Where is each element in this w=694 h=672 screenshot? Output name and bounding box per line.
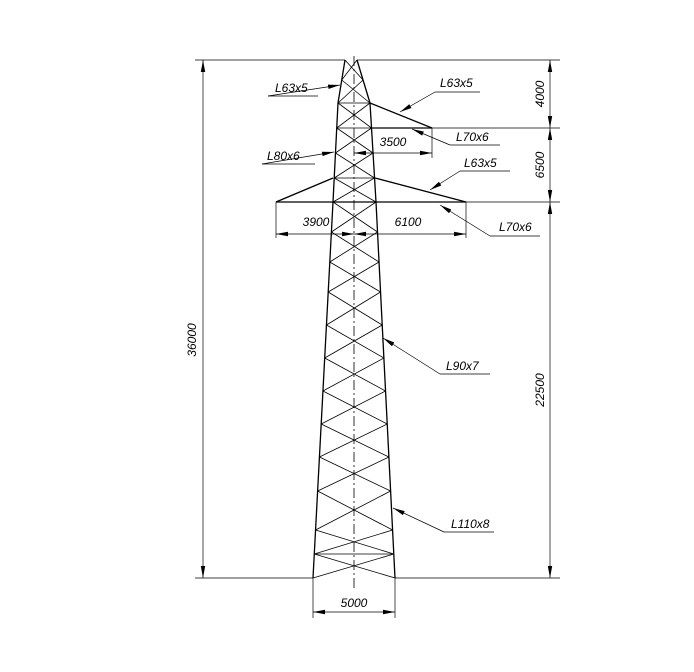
label-upper-arm-brace: L63x5	[440, 76, 473, 90]
tower-brace	[319, 423, 388, 458]
dim-middle-segment: 6500	[533, 151, 547, 178]
tower-brace	[324, 357, 386, 392]
label-middle-leg: L80x6	[267, 149, 300, 163]
tower-brace	[314, 529, 393, 555]
tower-brace	[332, 201, 378, 233]
dim-base-width: 5000	[341, 596, 368, 610]
tower-brace	[331, 201, 377, 233]
dim-top-segment: 4000	[533, 80, 547, 107]
tower-brace	[341, 79, 371, 104]
leader-arrow	[392, 507, 445, 533]
tower-brace	[335, 127, 372, 154]
tower-brace	[337, 102, 372, 129]
lower-crossarm-brace-left	[275, 177, 334, 203]
tower-brace	[341, 59, 358, 81]
label-upper-arm-chord: L70x6	[456, 130, 489, 144]
leader-arrow	[439, 204, 491, 237]
tower-brace	[319, 456, 391, 492]
tower-brace	[335, 152, 375, 179]
tower-brace	[326, 291, 381, 326]
dim-lower-arm-left: 3900	[303, 215, 330, 229]
leader-arrow	[399, 91, 436, 113]
tower-brace	[329, 231, 378, 263]
tower-brace	[312, 553, 394, 579]
tower-brace	[337, 79, 364, 104]
tower-brace	[321, 423, 390, 458]
tower-leg-right	[375, 201, 396, 579]
tower-leg-right	[356, 59, 371, 104]
label-lower-arm-chord: L70x6	[499, 220, 532, 234]
tower-brace	[329, 261, 381, 293]
dim-lower-segment: 22500	[533, 373, 547, 408]
upper-crossarm-brace	[369, 102, 433, 129]
tower-leg-left	[312, 201, 334, 579]
label-top-leg: L63x5	[275, 81, 308, 95]
leader-arrow	[411, 128, 451, 146]
tower-brace	[336, 127, 374, 154]
tower-brace	[317, 490, 393, 531]
dim-lower-arm-right: 6100	[395, 215, 422, 229]
label-main-leg: L90x7	[446, 359, 480, 373]
dimension-lines	[195, 59, 560, 618]
tower-brace	[326, 324, 385, 359]
leader-arrow	[261, 151, 335, 165]
label-lower-arm-brace: L63x5	[464, 156, 497, 170]
tower-lattice	[275, 56, 467, 590]
leader-arrow	[382, 337, 441, 375]
dim-total-height: 36000	[185, 323, 199, 357]
tower-brace	[324, 324, 383, 359]
tower-brace	[315, 490, 391, 531]
tower-brace	[334, 177, 377, 203]
label-base-leg: L110x8	[451, 517, 490, 531]
tower-brace	[328, 291, 383, 326]
leader-arrow	[267, 84, 341, 97]
tower-brace	[322, 390, 388, 425]
tower-brace	[331, 231, 380, 263]
tower-leg-left	[337, 59, 346, 104]
dim-upper-arm: 3500	[380, 135, 407, 149]
tower-brace	[321, 390, 386, 425]
tower-brace	[336, 102, 371, 129]
tower-brace	[322, 357, 385, 392]
tower-brace	[317, 456, 390, 492]
lower-crossarm-brace-right	[374, 177, 467, 203]
leader-arrow	[429, 170, 461, 191]
